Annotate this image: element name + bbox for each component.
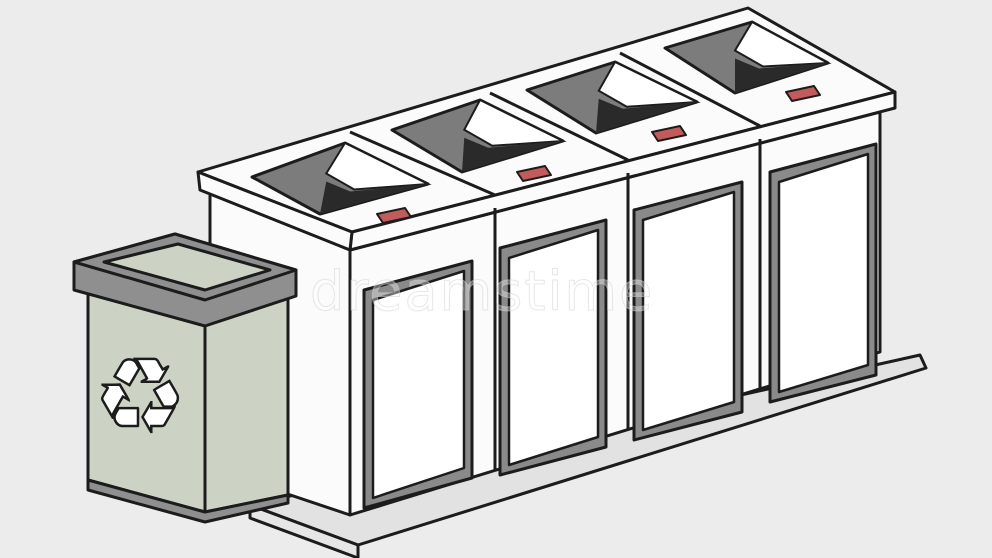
recycle-icon: ♻: [93, 335, 186, 457]
opening-inner-wall: [733, 20, 832, 68]
door-panel: [641, 190, 736, 432]
watermark-text: dreamstime: [310, 260, 654, 323]
door-panels: [362, 142, 878, 510]
unit-lid-left-edge: [196, 170, 354, 252]
opening-inner-wall: [462, 98, 567, 147]
door-panel: [507, 228, 600, 467]
red-indicator-slot: [376, 207, 412, 224]
opening-inner-wall: [324, 141, 432, 191]
red-indicator-slot: [516, 165, 552, 182]
bin-openings: [250, 20, 832, 216]
opening-shadow: [596, 98, 697, 133]
indicator-slots: [376, 85, 821, 224]
red-indicator-slot: [651, 125, 687, 142]
lid-divider-line: [349, 130, 496, 197]
door-panel: [777, 152, 870, 394]
small-bin-right-face: [203, 294, 290, 514]
small-bin-opening: [102, 242, 272, 292]
opening-shadow: [462, 137, 563, 172]
door-panel: [371, 269, 466, 500]
large-bin-unit: [196, 6, 897, 517]
lid-divider-line: [619, 51, 761, 128]
opening-shadow: [320, 181, 428, 214]
opening-shadow: [735, 58, 828, 93]
compartment-dividers: [349, 51, 762, 470]
red-indicator-slot: [785, 85, 821, 102]
small-bin-base: [86, 478, 290, 524]
opening-inner-wall: [597, 60, 701, 108]
lid-divider-line: [489, 91, 629, 162]
small-recycling-bin: ♻: [72, 232, 298, 524]
